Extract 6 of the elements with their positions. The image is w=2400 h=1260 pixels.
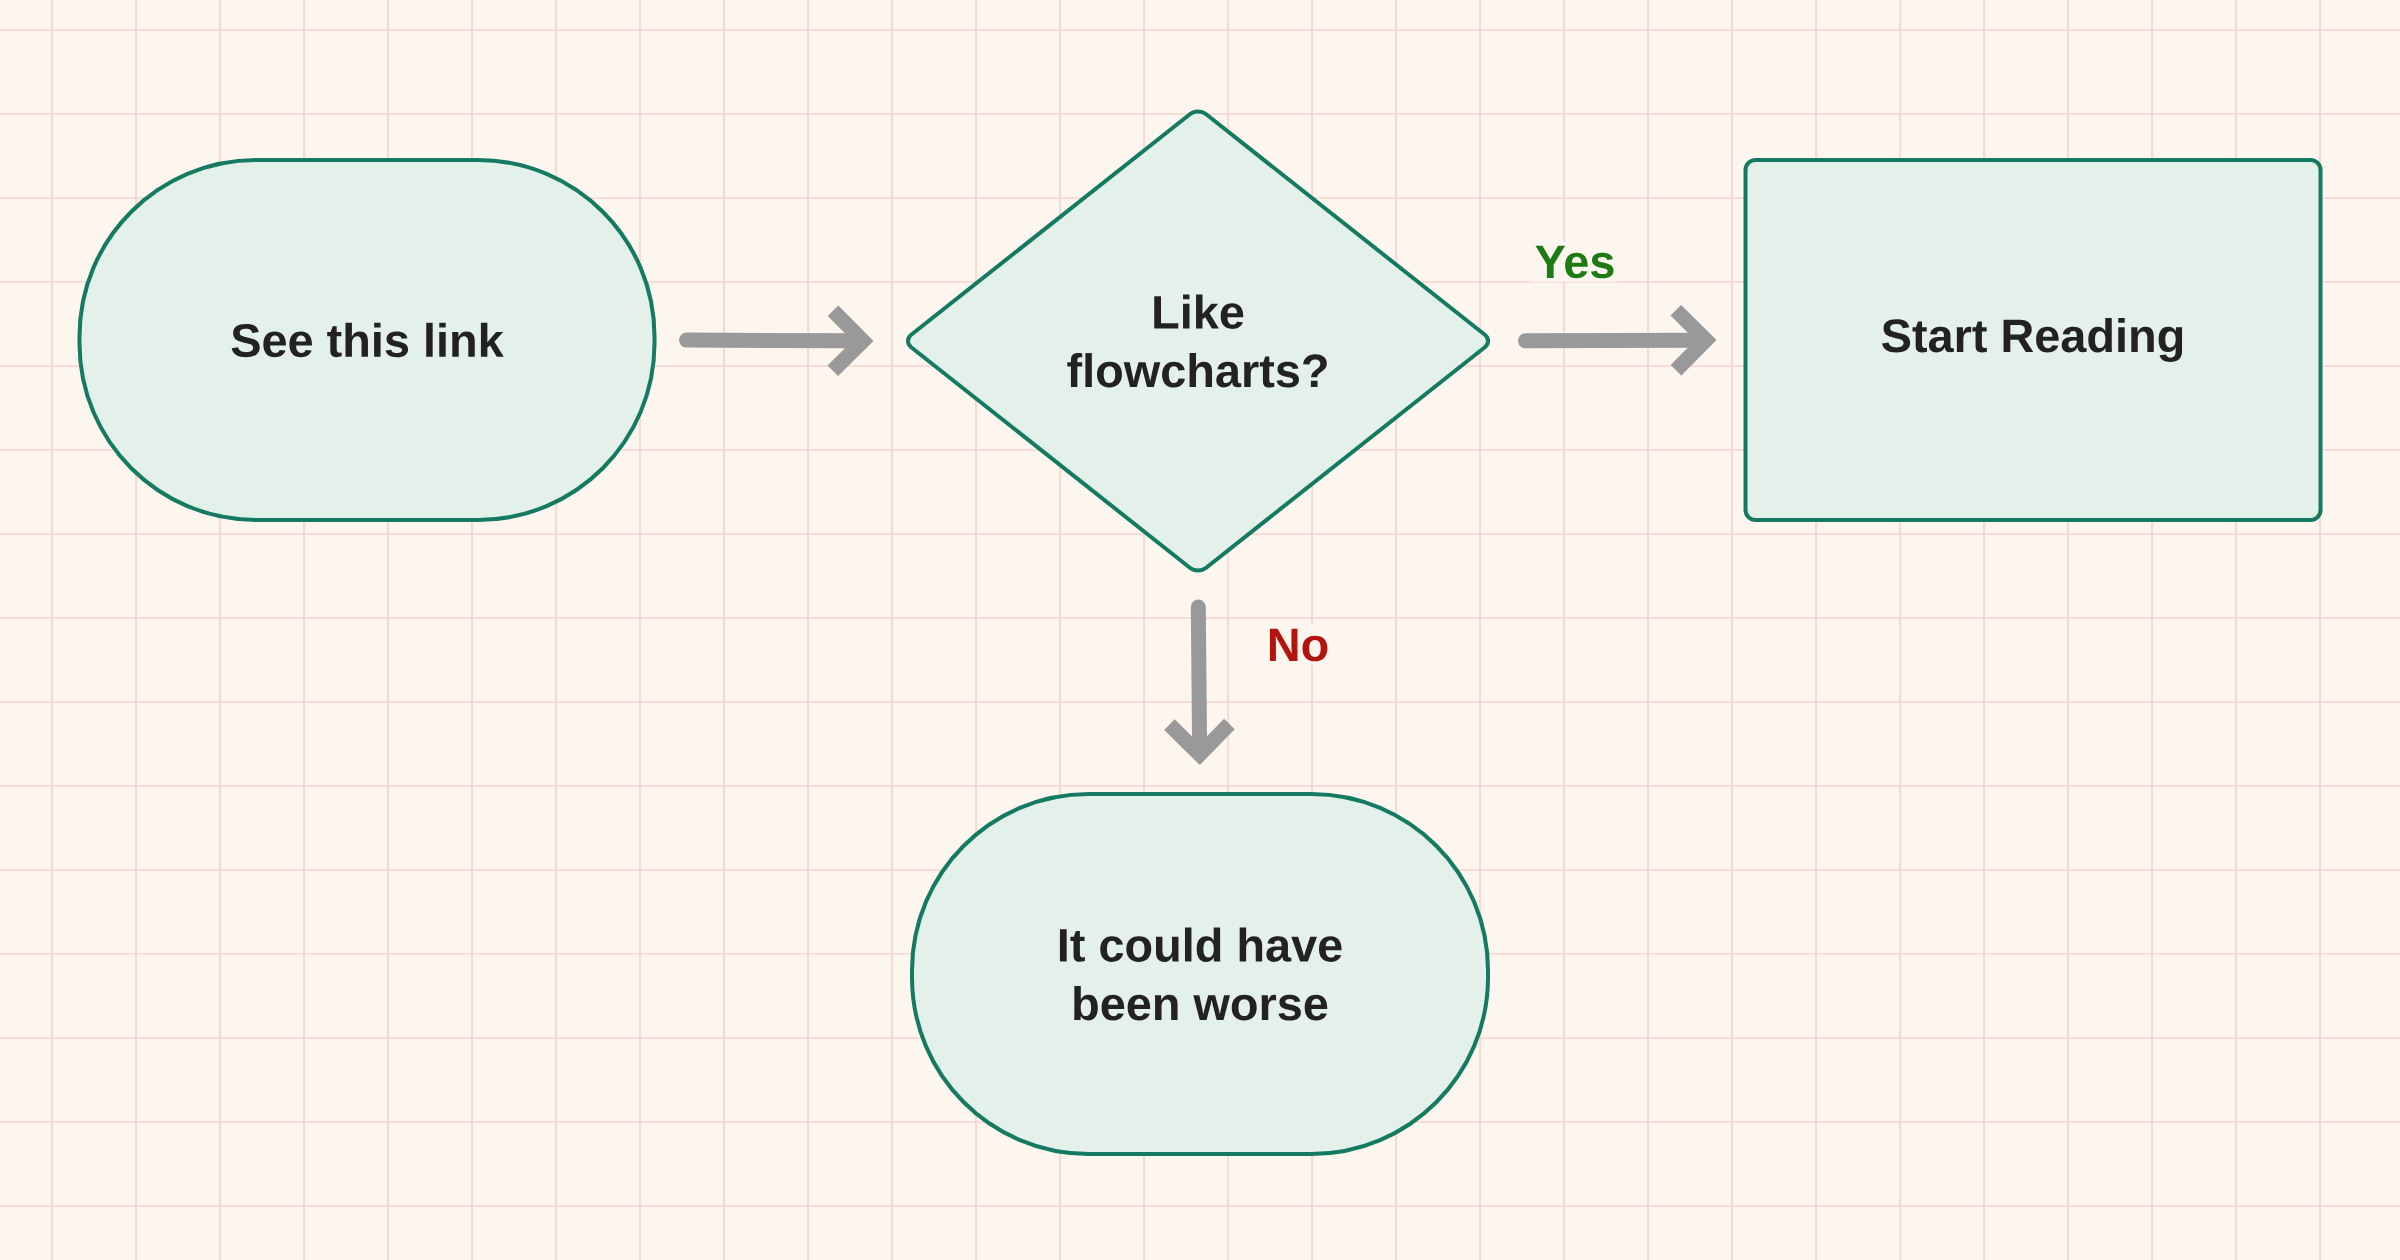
arrow xyxy=(1164,599,1235,765)
arrow xyxy=(679,305,874,377)
arrow xyxy=(1518,304,1717,376)
process-box: Start Reading xyxy=(1743,158,2323,522)
edge-label: No xyxy=(1263,625,1333,665)
edge-label: Yes xyxy=(1531,242,1619,282)
